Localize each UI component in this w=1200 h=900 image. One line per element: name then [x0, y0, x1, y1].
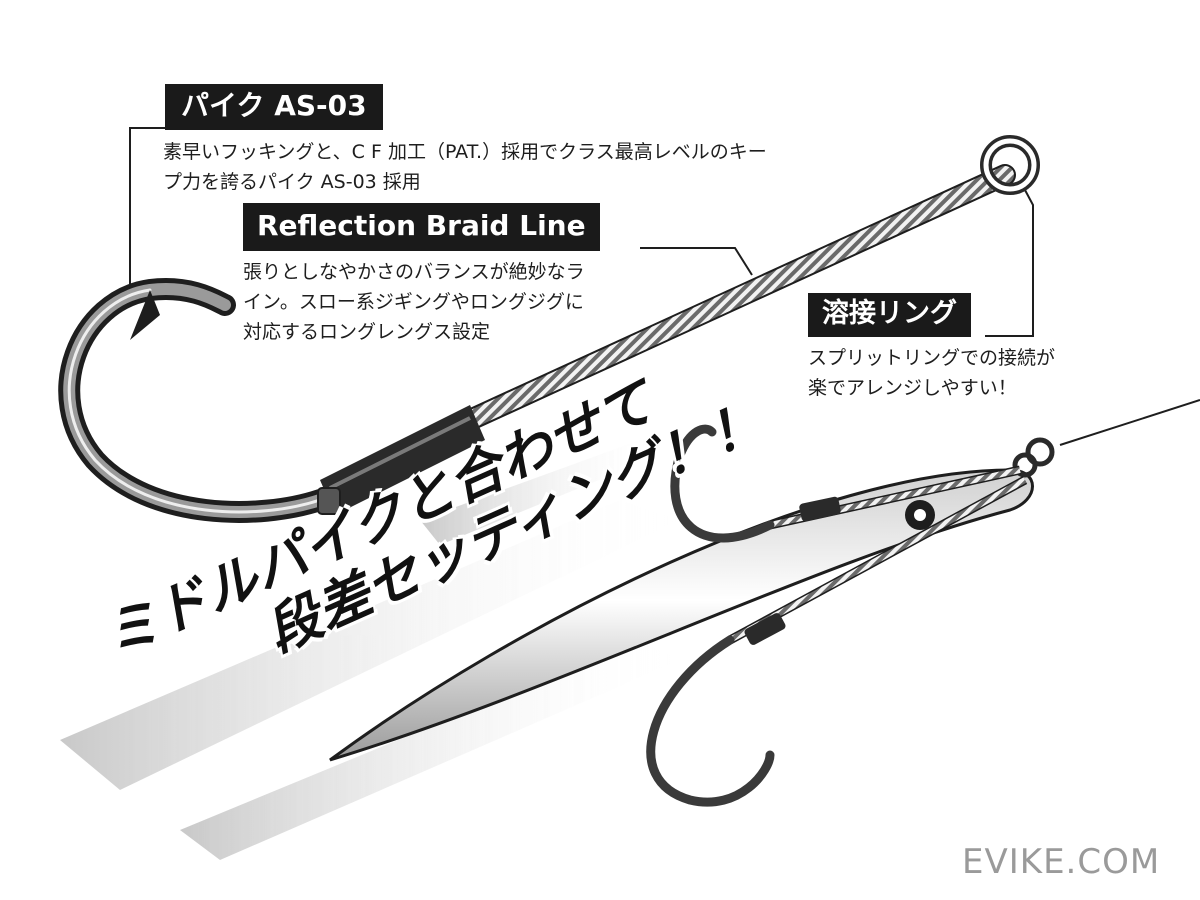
pike-desc-line-2: プ力を誇るパイク AS-03 採用 — [163, 171, 421, 193]
pike-as03-description: 素早いフッキングと、C F 加工（PAT.）採用でクラス最高レベルのキー プ力を… — [163, 137, 767, 197]
assist-hook-icon — [58, 278, 485, 523]
braid-desc-line-1: 張りとしなやかさのバランスが絶妙なラ — [243, 261, 585, 283]
pike-as03-title: パイク AS-03 — [165, 84, 383, 130]
braid-callout-line — [640, 247, 753, 276]
braid-line — [459, 164, 1016, 431]
pike-desc-line-1: 素早いフッキングと、C F 加工（PAT.）採用でクラス最高レベルのキー — [163, 141, 767, 163]
braid-desc-line-2: イン。スロー系ジギングやロングジグに — [243, 291, 584, 313]
pike-callout-line — [129, 127, 165, 296]
welded-ring-title: 溶接リング — [808, 293, 971, 337]
welded-ring-description: スプリットリングでの接続が 楽でアレンジしやすい！ — [808, 343, 1055, 403]
watermark-logo: EVIKE.COM — [962, 842, 1161, 882]
jig-hooks-icon — [646, 424, 1028, 807]
ring-callout-line — [985, 189, 1034, 337]
metal-jig-icon — [329, 399, 1200, 762]
reflection-braid-line-title: Reflection Braid Line — [243, 203, 600, 251]
braid-desc-line-3: 対応するロングレングス設定 — [243, 321, 491, 343]
ring-desc-line-1: スプリットリングでの接続が — [808, 347, 1056, 369]
reflection-braid-line-description: 張りとしなやかさのバランスが絶妙なラ イン。スロー系ジギングやロングジグに 対応… — [243, 257, 585, 347]
ring-desc-line-2: 楽でアレンジしやすい！ — [808, 377, 1017, 399]
welded-ring-icon — [980, 135, 1040, 195]
motion-streaks — [60, 440, 680, 860]
